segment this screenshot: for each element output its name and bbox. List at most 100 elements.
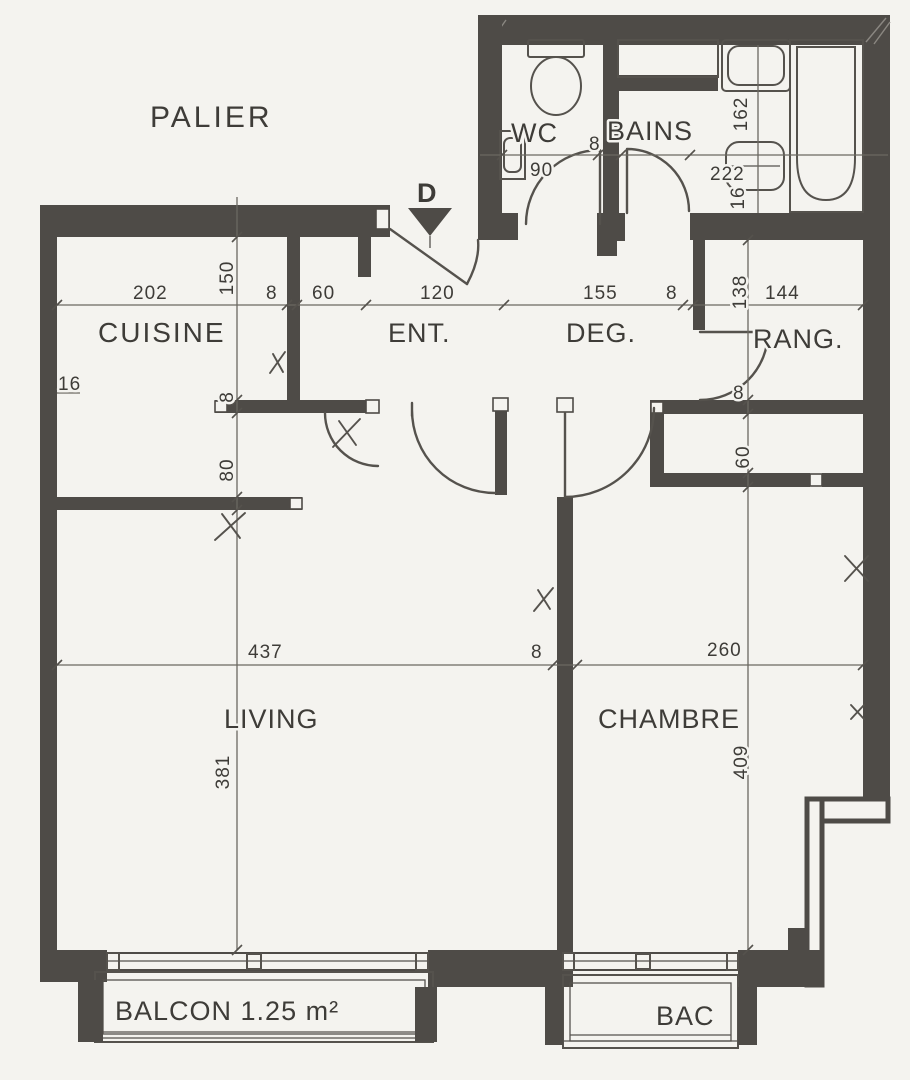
label-bac: BAC (656, 1001, 715, 1031)
chambre-window-jamb-right (726, 952, 739, 971)
dim-deg-width: 155 (583, 283, 618, 304)
hall-door-arc (323, 411, 380, 468)
wall-closet-bottom-a (650, 473, 810, 487)
wall-closet-left (650, 414, 664, 484)
wall-wc-bottom (478, 213, 518, 240)
dim-wall16-left: 16 (58, 374, 81, 395)
wall-left (40, 205, 57, 982)
dim-living-height: 381 (213, 755, 234, 790)
label-chambre: CHAMBRE (598, 704, 740, 734)
jamb-deg (492, 397, 509, 412)
bidet (725, 141, 785, 191)
wall-deg-piece (495, 403, 507, 495)
label-palier: PALIER (150, 101, 273, 134)
x-mark-right-wall-small (850, 704, 865, 720)
dim-ticks-left-chain (231, 231, 243, 956)
entrance-marker: D (408, 176, 452, 248)
toilet-bowl (530, 56, 582, 116)
balcon-pier-right (415, 987, 437, 1042)
dim-closet-depth: 60 (733, 445, 754, 468)
wall-bains-bottom (690, 213, 890, 240)
wall-bottom-a (40, 950, 107, 982)
dim-cuisine-depth: 150 (217, 261, 238, 296)
entrance-door-leaf (388, 227, 469, 286)
balcon-rail-lines (95, 1031, 433, 1039)
dim-bains-wall16: 16 (728, 186, 749, 209)
dim-ticks-right-chain (742, 234, 754, 956)
wall-wc-chunk2 (597, 241, 617, 256)
dim-bains-height: 162 (731, 97, 752, 132)
jamb-cuisine-stub-left (214, 400, 228, 413)
dim-wc-wall: 8 (589, 134, 601, 155)
wall-bottom-b (428, 950, 563, 987)
living-window-mullion (246, 953, 262, 970)
jamb-closet-bottom (809, 473, 823, 487)
wall-entry-closet (358, 230, 371, 277)
x-mark-cuisine-wall (269, 351, 286, 374)
windows-balconies (78, 952, 757, 1049)
dim-wall-a: 8 (266, 283, 278, 304)
x-mark-cuisine-bottom (214, 512, 246, 541)
dim-closet-width: 60 (312, 283, 335, 304)
interior-walls (47, 15, 890, 987)
bains-door (625, 147, 691, 215)
chambre-door (563, 406, 656, 499)
wall-rang-left (693, 240, 705, 330)
dimension-labels: 202 8 60 120 155 8 144 138 150 8 80 381 … (56, 94, 802, 792)
wall-wc-bains (603, 15, 619, 215)
dim-ticks-mid (51, 659, 869, 671)
jamb-cuisine-bottom (289, 497, 303, 510)
dim-entree-width: 120 (420, 283, 455, 304)
dim-rang-width: 144 (765, 283, 800, 304)
wall-wc-chunk (597, 213, 625, 241)
dim-rang-door-wall: 8 (733, 383, 745, 404)
living-window-jamb-left (106, 952, 120, 971)
jamb-cuisine-stub-right (365, 399, 380, 414)
wall-closet-top (650, 400, 890, 414)
living-window-jamb-right (415, 952, 429, 971)
jamb-entrance (375, 208, 390, 230)
dim-nook-depth: 80 (217, 458, 238, 481)
entrance-marker-letter: D (417, 178, 438, 208)
wall-living-chambre (557, 497, 573, 987)
entrance-marker-triangle (408, 208, 452, 236)
wall-cuisine-bottom (47, 497, 302, 510)
chambre-window-mullion (635, 953, 651, 970)
dim-ticks-wc-bains (496, 149, 696, 161)
jamb-chambre (556, 397, 574, 413)
label-bains: BAINS (607, 116, 693, 146)
dim-chambre-height: 409 (731, 745, 752, 780)
wall-bottom-c (738, 950, 823, 987)
label-entree: ENT. (388, 318, 451, 348)
wall-wc-left (478, 15, 502, 240)
dim-wall-b: 8 (666, 283, 678, 304)
dim-mid-wall: 8 (531, 642, 543, 663)
label-degagement: DEG. (566, 318, 636, 348)
wall-closet-bottom-b (822, 473, 890, 487)
label-cuisine: CUISINE (98, 317, 226, 348)
dim-wc-width: 90 (530, 160, 553, 181)
wall-bains-niche-band (613, 75, 718, 91)
living-door (410, 401, 497, 495)
wc-door (524, 148, 602, 226)
bains-niche (617, 39, 719, 78)
dimension-lines (51, 45, 888, 956)
bathtub-inner (796, 46, 856, 202)
room-labels: PALIER WC BAINS CUISINE ENT. DEG. RANG. … (96, 99, 846, 1034)
x-mark-chambre-wall (533, 587, 554, 612)
bac-pier-left (545, 987, 563, 1045)
x-mark-right-wall-large (844, 555, 869, 582)
label-living: LIVING (224, 704, 319, 734)
door-jambs (214, 208, 823, 510)
bac-pier-right (738, 987, 757, 1045)
bac-rail-lines (563, 1034, 738, 1042)
wall-top-left (40, 205, 390, 237)
scribble-marks (214, 351, 869, 720)
label-balcon: BALCON 1.25 m² (115, 996, 339, 1026)
chambre-window-jamb-left (562, 952, 575, 971)
jamb-closet-top (650, 401, 664, 414)
dim-living-width: 437 (248, 642, 283, 663)
dim-left-wall8: 8 (217, 391, 238, 403)
